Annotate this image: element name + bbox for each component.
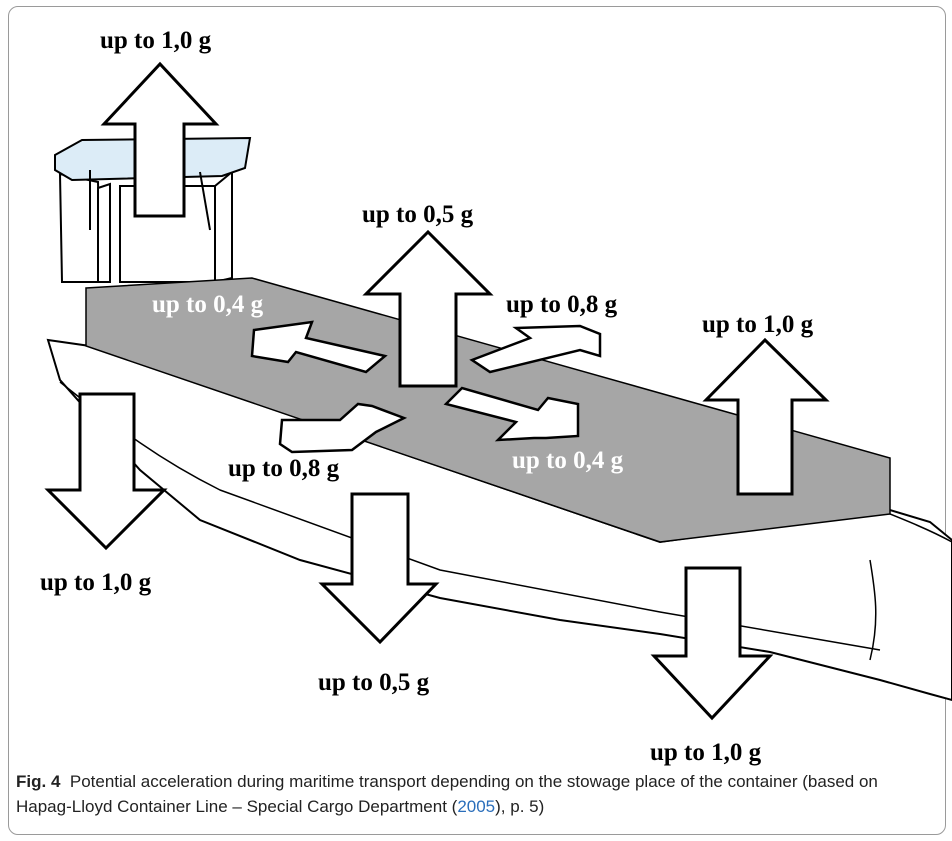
label-deck-left: up to 0,4 g [152, 291, 264, 318]
label-bottom-left: up to 1,0 g [40, 569, 152, 596]
arrow-down-midship [318, 492, 440, 645]
arrow-lateral-right-bottom [443, 386, 580, 442]
caption-text: Potential acceleration during maritime t… [16, 772, 878, 816]
arrow-up-bow [702, 337, 830, 496]
label-deck-left-bottom: up to 0,8 g [228, 455, 340, 482]
arrow-down-bow [650, 566, 774, 721]
figure-caption: Fig. 4 Potential acceleration during mar… [16, 769, 936, 819]
arrow-longitudinal-right-top [469, 324, 602, 374]
arrow-up-bridge [100, 61, 220, 218]
arrow-longitudinal-left-bottom [278, 402, 408, 454]
label-right-up: up to 1,0 g [702, 311, 814, 338]
ship-acceleration-diagram: up to 1,0 g up to 0,5 g up to 0,4 g up t… [40, 27, 952, 766]
caption-reference-link[interactable]: 2005 [457, 797, 496, 816]
label-bottom-center: up to 0,5 g [318, 669, 430, 696]
label-deck-right-top: up to 0,8 g [506, 291, 618, 318]
label-deck-right-bottom: up to 0,4 g [512, 447, 624, 474]
label-center-up: up to 0,5 g [362, 201, 474, 228]
label-top-left: up to 1,0 g [100, 27, 212, 54]
arrow-up-center [362, 229, 494, 388]
label-bottom-right: up to 1,0 g [650, 739, 762, 766]
arrow-down-stern [44, 392, 168, 551]
figure-number: Fig. 4 [16, 772, 61, 791]
arrow-lateral-left-top [250, 320, 388, 374]
caption-text-end: ), p. 5) [495, 797, 545, 816]
